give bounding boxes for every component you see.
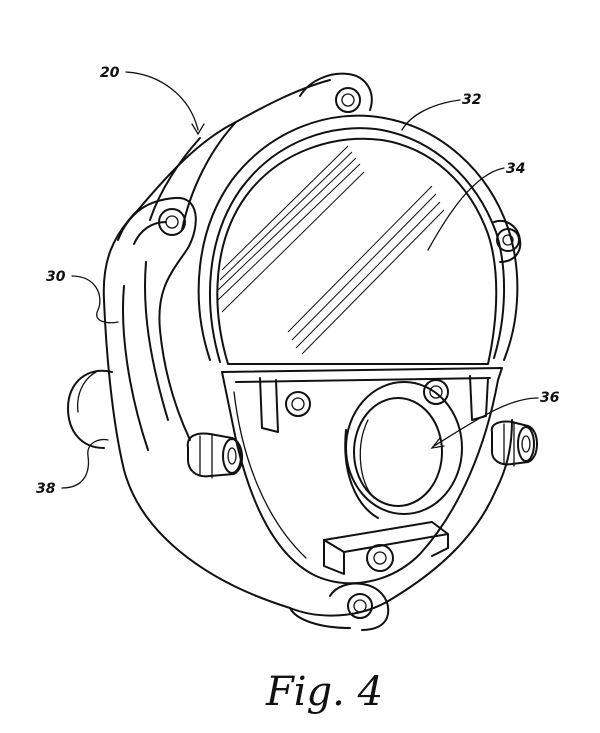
reference-numerals: 20 32 34 30 36 38 <box>36 65 560 497</box>
label-38: 38 <box>36 481 56 497</box>
bottom-clip <box>323 521 449 575</box>
bolt-left <box>158 208 186 236</box>
mask-housing <box>102 72 522 631</box>
lens-glare-marks <box>217 145 445 355</box>
side-knob-left <box>186 432 243 479</box>
label-36: 36 <box>540 390 560 406</box>
side-fitting <box>67 369 113 449</box>
lens-visor <box>216 137 498 365</box>
lens-frame <box>197 114 519 363</box>
label-30: 30 <box>46 269 66 285</box>
label-20: 20 <box>100 65 120 81</box>
bolt-top <box>335 87 361 113</box>
label-32: 32 <box>462 92 481 108</box>
bolt-bottom <box>347 593 373 619</box>
label-34: 34 <box>506 161 525 177</box>
leader-lines <box>61 71 539 489</box>
side-knob-right <box>490 420 538 467</box>
lower-faceplate <box>221 367 503 585</box>
figure-caption: Fig. 4 <box>265 669 383 715</box>
breathing-port <box>344 381 463 519</box>
